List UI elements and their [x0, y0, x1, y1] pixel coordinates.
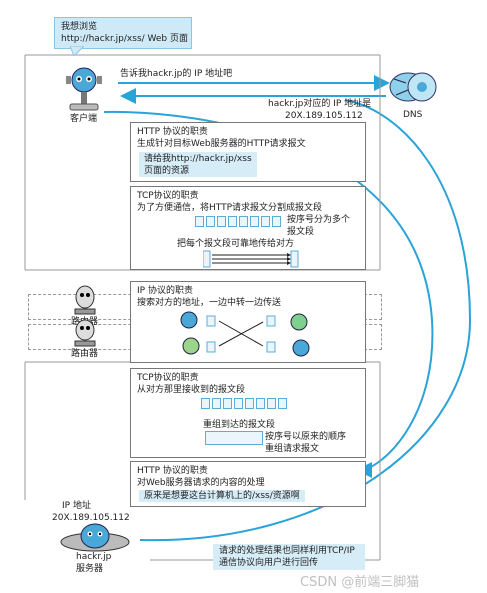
- http-receiver-title: HTTP 协议的职责: [137, 466, 208, 476]
- dns-response-line2: 20X.189.105.112: [285, 111, 363, 121]
- response-note-line1: 请求的处理结果也同样利用TCP/IP: [219, 546, 355, 556]
- ip-desc: 搜索对方的地址，一边中转一边传送: [137, 298, 282, 308]
- dns-label: DNS: [403, 110, 423, 120]
- tcp-receiver-title: TCP协议的职责: [137, 373, 199, 383]
- client-robot-icon: [66, 67, 102, 111]
- http-request-note-line2: 页面的资源: [144, 166, 190, 176]
- tcp-receiver-desc: 从对方那里接收到的报文段: [137, 385, 246, 395]
- ip-title: IP 协议的职责: [137, 286, 193, 296]
- response-note-line2: 通信协议向用户进行回传: [219, 558, 319, 568]
- server-name: hackr.jp: [76, 552, 112, 562]
- client-bubble-line2: http://hackr.jp/xss/ Web 页面: [61, 34, 189, 44]
- tcp-sender-number-line1: 按序号分为多个: [287, 215, 351, 225]
- server-label: 服务器: [76, 564, 104, 574]
- tcp-receiver-order-line2: 重组请求报文: [265, 444, 320, 454]
- dns-request-text: 告诉我hackr.jp的 IP 地址吧: [120, 69, 233, 79]
- watermark: CSDN @前端三脚猫: [300, 575, 420, 590]
- http-receiver-panel: HTTP 协议的职责 对Web服务器请求的内容的处理 原来是想要这台计算机上的/…: [130, 461, 366, 507]
- ip-routing-illustration: [180, 311, 310, 357]
- http-receiver-note: 原来是想要这台计算机上的/xss/资源啊: [139, 490, 305, 502]
- http-request-note-line1: 请给我http://hackr.jp/xss: [144, 154, 252, 164]
- server-ip-label: IP 地址: [62, 501, 91, 511]
- tcp-receiver-panel: TCP协议的职责 从对方那里接收到的报文段 重组到达的报文段 按序号以原来的顺序…: [130, 368, 366, 458]
- client-label: 客户端: [70, 114, 98, 124]
- client-request-bubble: 我想浏览 http://hackr.jp/xss/ Web 页面: [54, 17, 192, 49]
- router-icon: [74, 285, 96, 315]
- tcp-receiver-reassembled: 重组到达的报文段: [203, 420, 276, 430]
- client-bubble-line1: 我想浏览: [61, 22, 98, 32]
- tcp-receiver-order-line1: 按序号以原来的顺序: [265, 432, 347, 442]
- ip-panel: IP 协议的职责 搜索对方的地址，一边中转一边传送: [130, 281, 366, 363]
- http-receiver-desc: 对Web服务器请求的内容的处理: [137, 478, 265, 488]
- segment-row: [195, 216, 291, 230]
- received-segment-row: [201, 398, 297, 412]
- router-label-2: 路由器: [71, 349, 99, 359]
- response-flow-arrow: [139, 99, 472, 542]
- tcp-sender-panel: TCP协议的职责 为了方便通信，将HTTP请求报文分割成报文段 按序号分为多个 …: [130, 186, 366, 270]
- server-ip-value: 20X.189.105.112: [52, 513, 130, 523]
- router-icon: [74, 319, 96, 347]
- http-sender-desc: 生成针对目标Web服务器的HTTP请求报文: [137, 139, 306, 149]
- request-flow-arrow: [103, 110, 434, 478]
- http-request-note: 请给我http://hackr.jp/xss 页面的资源: [139, 152, 257, 177]
- server-robot-icon: [60, 523, 130, 552]
- http-sender-panel: HTTP 协议的职责 生成针对目标Web服务器的HTTP请求报文 请给我http…: [130, 122, 366, 182]
- http-sender-title: HTTP 协议的职责: [137, 127, 208, 137]
- tcp-sender-reliable: 把每个报文段可靠地传给对方: [177, 239, 295, 249]
- tcp-sender-desc: 为了方便通信，将HTTP请求报文分割成报文段: [137, 203, 323, 213]
- dns-response-line1: hackr.jp对应的 IP 地址是: [268, 99, 372, 109]
- response-note: 请求的处理结果也同样利用TCP/IP 通信协议向用户进行回传: [213, 544, 365, 570]
- tcp-sender-number-line2: 报文段: [287, 227, 315, 237]
- bubble-tail: [70, 46, 84, 56]
- tcp-sender-title: TCP协议的职责: [137, 191, 199, 201]
- dns-server-icon: [389, 72, 437, 102]
- tcp-transfer-arrows: [203, 250, 299, 268]
- reassembled-bar: [205, 431, 263, 445]
